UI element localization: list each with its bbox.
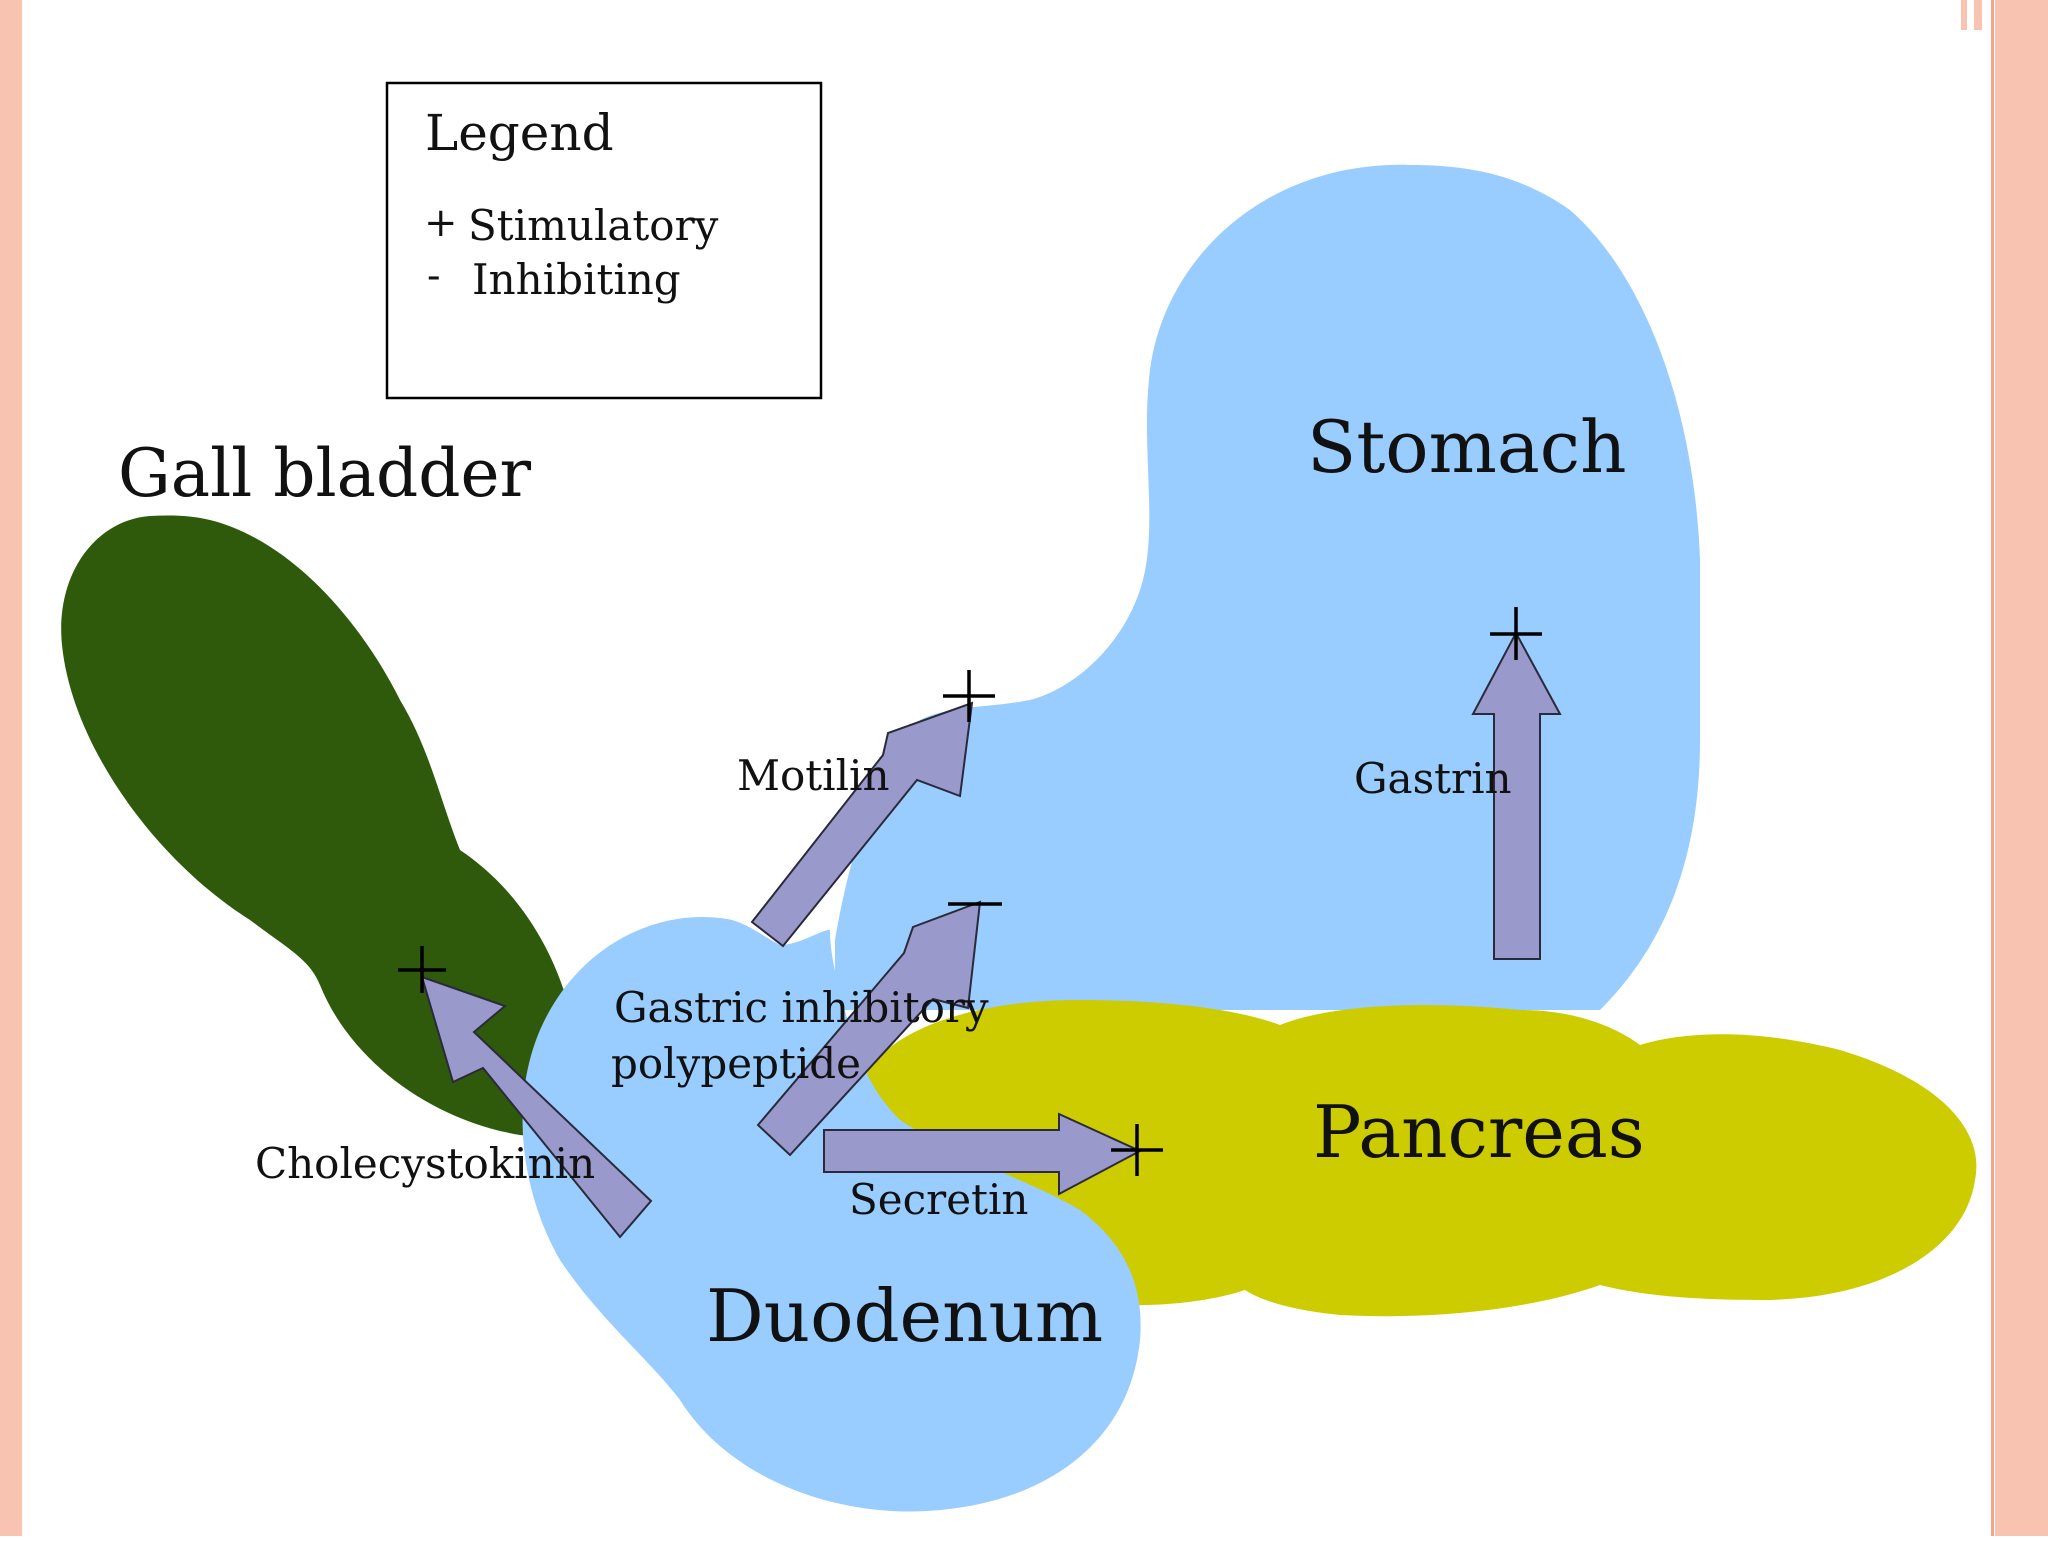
gall-bladder-label: Gall bladder [118, 435, 532, 512]
stomach-shape [835, 165, 1700, 1010]
frame-right-inner-line [1991, 0, 1994, 1536]
gastrin-label: Gastrin [1354, 754, 1512, 803]
cholecystokinin-label: Cholecystokinin [255, 1139, 595, 1188]
frame-left-bar [0, 0, 22, 1536]
gall-bladder-shape [61, 515, 579, 1135]
motilin-label: Motilin [737, 751, 890, 800]
secretin-label: Secretin [849, 1175, 1028, 1224]
legend-title: Legend [425, 104, 614, 162]
stomach-label: Stomach [1307, 405, 1627, 489]
frame-corner-tick-1 [1961, 0, 1967, 30]
pancreas-label: Pancreas [1313, 1090, 1645, 1174]
legend-label-stimulatory: Stimulatory [468, 201, 719, 250]
legend-symbol-inhibiting: - [427, 253, 441, 299]
frame-corner-tick-2 [1974, 0, 1982, 30]
legend-box: Legend + Stimulatory - Inhibiting [387, 83, 821, 398]
gip-label-line1: Gastric inhibitory [614, 983, 989, 1032]
duodenum-label: Duodenum [706, 1274, 1103, 1358]
gip-label-line2: polypeptide [611, 1039, 861, 1088]
legend-label-inhibiting: Inhibiting [472, 255, 681, 304]
legend-symbol-stimulatory: + [424, 200, 458, 246]
frame-right-bar [1995, 0, 2048, 1536]
